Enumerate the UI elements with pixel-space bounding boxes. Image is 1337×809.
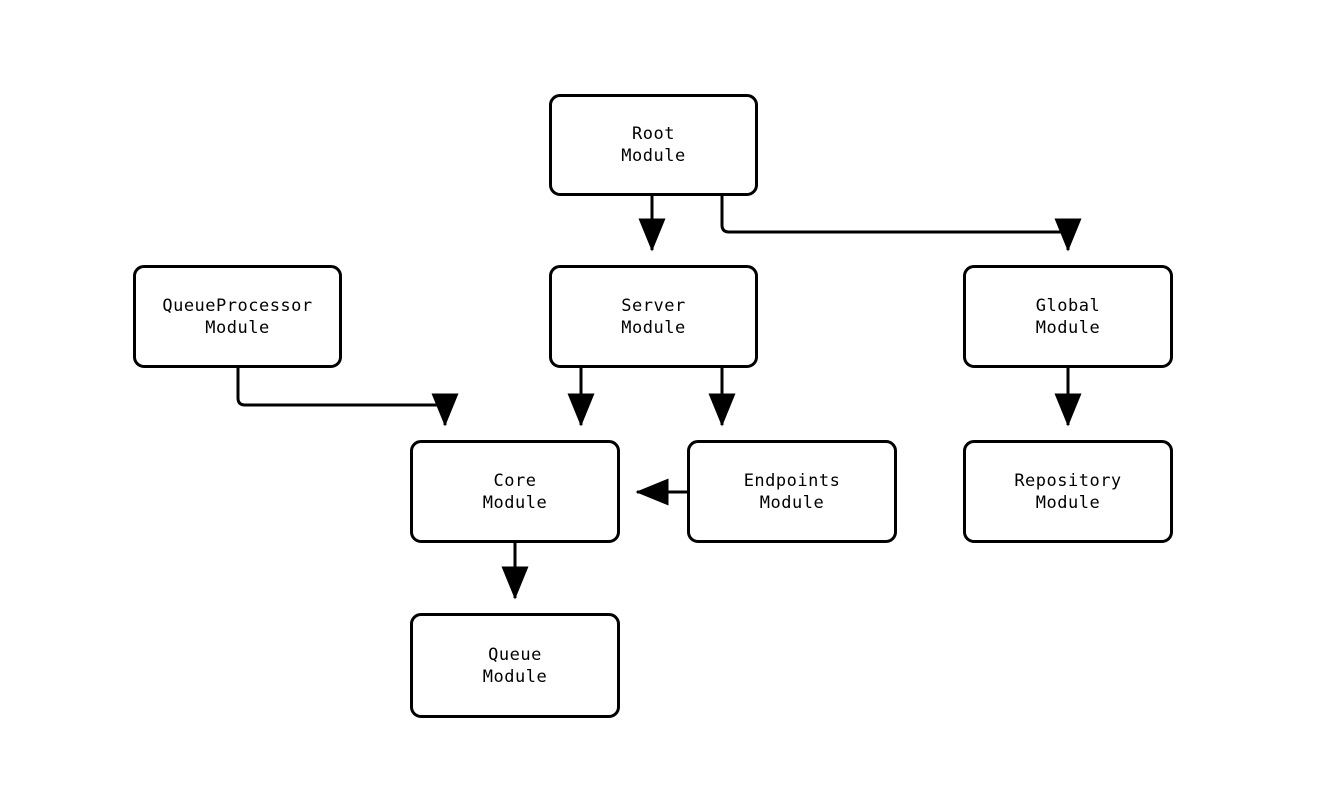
node-root-module[interactable]: Root Module	[549, 94, 758, 196]
node-global-module-line1: Global	[1035, 295, 1101, 316]
node-queue-module-line2: Module	[482, 666, 548, 687]
node-queue-module[interactable]: Queue Module	[410, 613, 620, 718]
node-repository-module[interactable]: Repository Module	[963, 440, 1173, 543]
node-endpoints-module[interactable]: Endpoints Module	[687, 440, 897, 543]
node-root-module-line2: Module	[621, 146, 686, 166]
node-endpoints-module-line2: Module	[759, 492, 825, 513]
node-repository-module-line1: Repository	[1014, 470, 1122, 491]
node-queueprocessor-module-line2: Module	[205, 317, 270, 338]
node-queueprocessor-module-line1: QueueProcessor	[162, 295, 313, 316]
node-server-module[interactable]: Server Module	[549, 265, 758, 368]
node-repository-module-line2: Module	[1035, 492, 1101, 513]
node-queue-module-line1: Queue	[488, 644, 542, 665]
node-global-module-line2: Module	[1035, 317, 1101, 338]
node-server-module-line2: Module	[621, 317, 686, 338]
edge-queueprocessor-to-core	[236, 368, 459, 427]
edge-root-to-global	[720, 196, 1082, 252]
node-core-module-line1: Core	[493, 470, 537, 491]
node-endpoints-module-line1: Endpoints	[743, 470, 841, 491]
node-queueprocessor-module[interactable]: QueueProcessor Module	[133, 265, 342, 368]
node-root-module-line1: Root	[632, 124, 675, 144]
node-core-module[interactable]: Core Module	[410, 440, 620, 543]
node-core-module-line2: Module	[482, 492, 548, 513]
node-global-module[interactable]: Global Module	[963, 265, 1173, 368]
node-server-module-line1: Server	[621, 295, 686, 316]
